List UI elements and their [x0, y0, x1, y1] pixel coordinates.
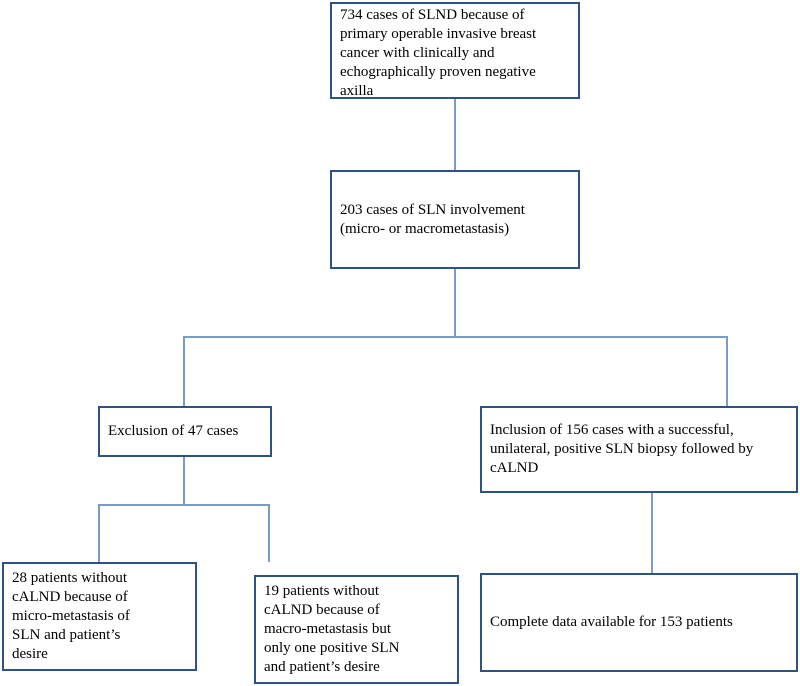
connector-to-excluded: [183, 336, 185, 406]
node-macro-line-5: and patient’s desire: [264, 659, 380, 675]
node-included-line-2: unilateral, positive SLN biopsy followed…: [490, 441, 754, 457]
connector-included-to-complete: [651, 493, 653, 573]
node-screened-line-4: echographically proven negative: [340, 64, 536, 80]
node-micro-line-1: 28 patients without: [12, 570, 127, 586]
node-micro-line-3: micro-metastasis of: [12, 608, 130, 624]
node-excluded-line-1: Exclusion of 47 cases: [108, 423, 239, 439]
node-excluded-macro-metastasis: 19 patients without cALND because of mac…: [254, 575, 459, 684]
connector-to-excluded-macro: [268, 504, 270, 562]
node-involved-line-1: 203 cases of SLN involvement: [340, 201, 525, 218]
node-included-line-1: Inclusion of 156 cases with a successful…: [490, 422, 734, 438]
node-macro-line-4: only one positive SLN: [264, 640, 400, 656]
node-micro-line-2: cALND because of: [12, 589, 128, 605]
node-macro-line-1: 19 patients without: [264, 583, 379, 599]
node-screened-line-3: cancer with clinically and: [340, 45, 495, 61]
node-complete-line-1: Complete data available for 153 patients: [490, 614, 733, 630]
connector-excluded-down: [183, 457, 185, 504]
node-excluded-micro-metastasis: 28 patients without cALND because of mic…: [2, 562, 197, 671]
node-micro-line-5: desire: [12, 646, 48, 662]
connector-screened-to-involved: [454, 99, 456, 170]
node-included-line-3: cALND: [490, 460, 539, 476]
connector-to-included: [726, 336, 728, 406]
connector-to-excluded-micro: [98, 504, 100, 562]
node-inclusion: Inclusion of 156 cases with a successful…: [480, 406, 798, 493]
connector-involved-down: [454, 269, 456, 336]
node-involved-line-2: (micro- or macrometastasis): [340, 220, 510, 237]
node-screened-line-5: axilla: [340, 83, 374, 99]
node-screened-line-2: primary operable invasive breast: [340, 26, 537, 42]
node-sln-involvement: 203 cases of SLN involvement (micro- or …: [330, 170, 580, 269]
connector-involved-split: [183, 336, 728, 338]
node-macro-line-2: cALND because of: [264, 602, 380, 618]
node-macro-line-3: macro-metastasis but: [264, 621, 392, 637]
node-screened-cases: 734 cases of SLND because of primary ope…: [330, 2, 580, 99]
node-micro-line-4: SLN and patient’s: [12, 627, 121, 643]
node-screened-line-1: 734 cases of SLND because of: [340, 7, 525, 23]
connector-excluded-split: [98, 504, 270, 506]
node-exclusion: Exclusion of 47 cases: [98, 406, 272, 457]
node-complete-data: Complete data available for 153 patients: [480, 573, 798, 672]
